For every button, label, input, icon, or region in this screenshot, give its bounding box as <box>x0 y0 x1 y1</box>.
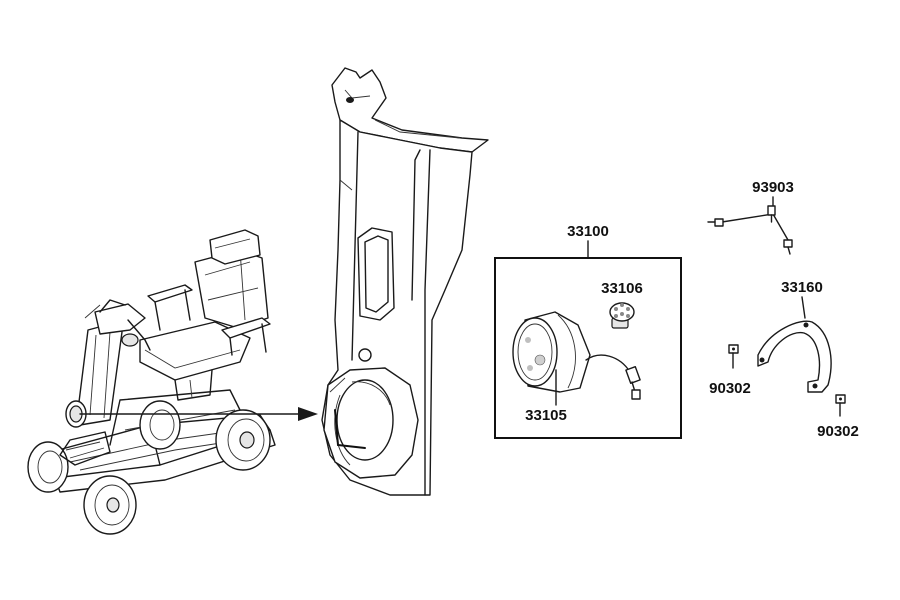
screw-90302-left: 90302 <box>709 344 751 397</box>
part-number-33160: 33160 <box>781 279 823 296</box>
steering-column-cover <box>321 67 489 496</box>
headlight-lamp <box>512 311 641 400</box>
part-number-33105: 33105 <box>525 407 567 424</box>
scooter-illustration <box>27 229 318 535</box>
part-number-90302-right: 90302 <box>817 423 859 440</box>
bracket-33160: 33160 <box>757 279 832 393</box>
screw-90302-right: 90302 <box>817 394 859 440</box>
bulb-icon <box>609 302 635 329</box>
part-number-33100: 33100 <box>567 223 609 240</box>
part-number-93903: 93903 <box>752 179 794 196</box>
headlight-kit-box: 33100 33105 <box>494 223 682 439</box>
part-number-90302-left: 90302 <box>709 380 751 397</box>
screw-set-93903: 93903 <box>707 179 794 255</box>
part-number-33106: 33106 <box>601 280 643 297</box>
